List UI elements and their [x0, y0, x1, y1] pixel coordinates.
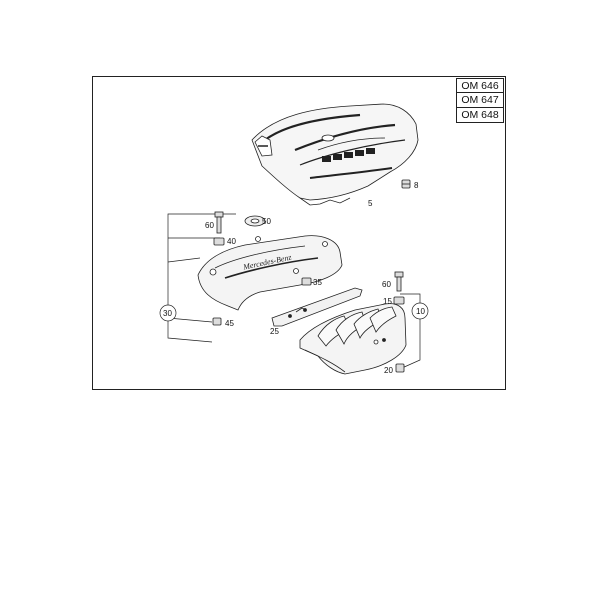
bolt-60-right [394, 271, 404, 292]
grommet-35 [301, 277, 312, 286]
callout-60-right: 60 [382, 280, 391, 289]
grommet-20 [395, 363, 405, 373]
callout-8: 8 [414, 181, 419, 190]
callout-45: 45 [225, 319, 234, 328]
engine-cover-top [251, 103, 419, 206]
callout-10: 10 [416, 307, 425, 316]
grommet-8 [401, 179, 411, 189]
rail-25 [271, 287, 363, 327]
callout-60-left: 60 [205, 221, 214, 230]
model-om647: OM 647 [456, 93, 504, 108]
callout-20: 20 [384, 366, 393, 375]
engine-cover-10 [299, 303, 407, 375]
nut-40 [213, 237, 225, 246]
callout-5: 5 [368, 199, 373, 208]
callout-15: 15 [383, 297, 392, 306]
bracket-30 [159, 213, 236, 343]
callout-30: 30 [163, 309, 172, 318]
washer-50 [244, 215, 266, 227]
callout-35: 35 [313, 278, 322, 287]
callout-40: 40 [227, 237, 236, 246]
engine-model-table: OM 646 OM 647 OM 648 [456, 78, 504, 123]
diagram-frame [92, 76, 506, 390]
model-om646: OM 646 [456, 78, 504, 93]
callout-25: 25 [270, 327, 279, 336]
bolt-60-left [214, 211, 224, 234]
grommet-45 [212, 317, 222, 326]
bracket-10 [400, 293, 429, 369]
callout-50: 50 [262, 217, 271, 226]
nut-15 [393, 296, 405, 305]
model-om648: OM 648 [456, 108, 504, 123]
engine-cover-mercedes [197, 235, 343, 311]
